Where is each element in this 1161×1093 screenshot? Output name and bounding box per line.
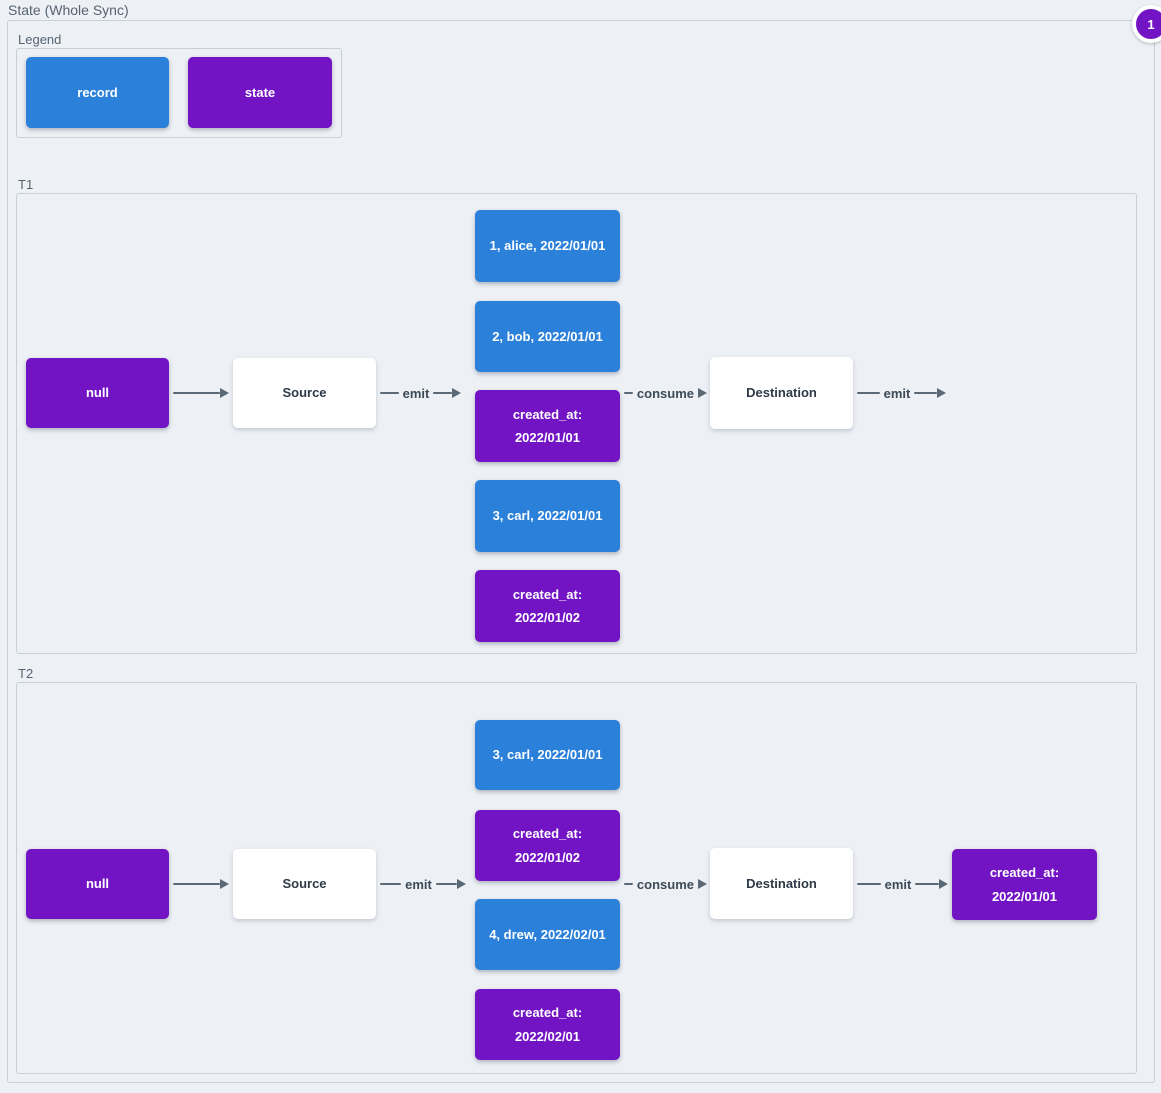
t2-null-state-node: null xyxy=(26,849,169,919)
arrow-line xyxy=(857,391,880,395)
t2-label: T2 xyxy=(18,666,34,681)
arrow-line xyxy=(173,882,220,886)
t2-record-drew-node: 4, drew, 2022/02/01 xyxy=(475,899,620,970)
diagram-title: State (Whole Sync) xyxy=(8,2,129,18)
arrow-line xyxy=(915,882,940,886)
t1-null-to-source-arrow xyxy=(173,387,229,399)
t1-record-bob-node: 2, bob, 2022/01/01 xyxy=(475,301,620,372)
t1-state-20220101-node: created_at: 2022/01/01 xyxy=(475,390,620,462)
arrowhead-icon xyxy=(220,388,229,398)
t2-emit-out-edge: emit xyxy=(857,876,949,892)
arrow-line xyxy=(624,882,633,886)
arrowhead-icon xyxy=(698,879,707,889)
t2-destination-node: Destination xyxy=(710,848,853,919)
t2-consume-edge: consume xyxy=(624,876,707,892)
state-whole-sync-container xyxy=(7,20,1155,1083)
t2-consume-edge-label: consume xyxy=(636,876,694,892)
legend-record-node: record xyxy=(26,57,169,128)
t2-emit-edge: emit xyxy=(380,876,467,892)
t1-state-20220102-node: created_at: 2022/01/02 xyxy=(475,570,620,642)
t1-record-alice-node: 1, alice, 2022/01/01 xyxy=(475,210,620,282)
t1-source-node: Source xyxy=(233,358,376,428)
t1-consume-edge: consume xyxy=(624,385,707,401)
t1-null-state-node: null xyxy=(26,358,169,428)
t1-emit-out-edge: emit xyxy=(857,385,947,401)
t2-emit-edge-label: emit xyxy=(405,876,432,892)
arrow-line xyxy=(173,391,220,395)
arrowhead-icon xyxy=(937,388,947,398)
t1-container xyxy=(16,193,1137,654)
legend-state-node: state xyxy=(188,57,332,128)
t2-state-20220201-node: created_at: 2022/02/01 xyxy=(475,989,620,1060)
t2-state-20220102-node: created_at: 2022/01/02 xyxy=(475,810,620,881)
t1-emit-out-edge-label: emit xyxy=(883,385,911,401)
t1-emit-edge-label: emit xyxy=(402,385,430,401)
t1-consume-edge-label: consume xyxy=(636,385,694,401)
t2-null-to-source-arrow xyxy=(173,878,229,890)
t1-destination-node: Destination xyxy=(710,357,853,429)
arrowhead-icon xyxy=(220,879,229,889)
legend-label: Legend xyxy=(18,32,62,47)
arrow-line xyxy=(914,391,938,395)
t1-record-carl-node: 3, carl, 2022/01/01 xyxy=(475,480,620,552)
arrowhead-icon xyxy=(698,388,707,398)
arrow-line xyxy=(857,882,881,886)
t2-state-out-node: created_at: 2022/01/01 xyxy=(952,849,1097,920)
t2-source-node: Source xyxy=(233,849,376,919)
t2-record-carl-node: 3, carl, 2022/01/01 xyxy=(475,720,620,790)
arrow-line xyxy=(435,882,458,886)
arrow-line xyxy=(380,882,402,886)
arrowhead-icon xyxy=(457,879,467,889)
t1-label: T1 xyxy=(18,177,34,192)
arrow-line xyxy=(380,391,399,395)
t1-emit-edge: emit xyxy=(380,385,462,401)
t2-container xyxy=(16,682,1137,1074)
page-number-badge: 1 xyxy=(1132,5,1161,43)
legend-container xyxy=(16,48,342,138)
t2-emit-out-edge-label: emit xyxy=(884,876,912,892)
arrow-line xyxy=(433,391,453,395)
arrowhead-icon xyxy=(939,879,949,889)
arrowhead-icon xyxy=(452,388,462,398)
arrow-line xyxy=(624,391,633,395)
